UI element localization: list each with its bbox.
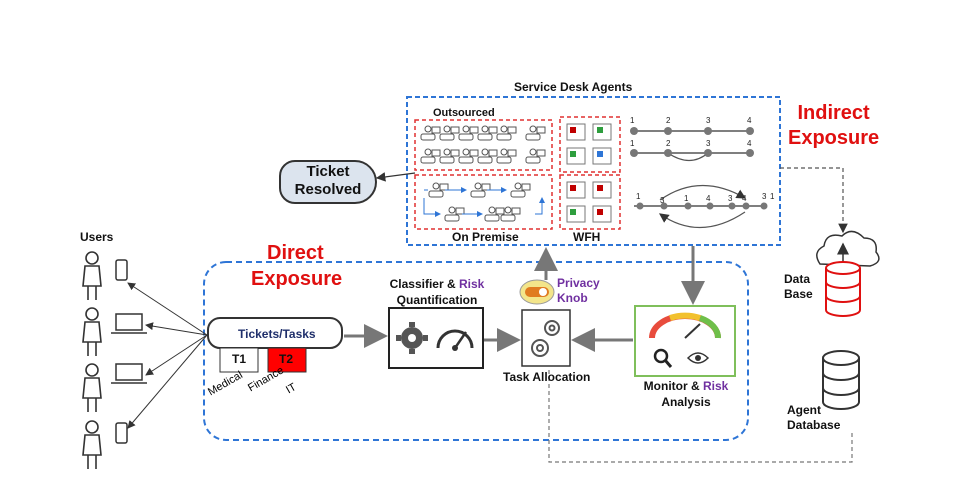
cloud-icon [816,230,880,267]
wfh-box-top [559,116,621,173]
timeline-node-label: 4 [747,139,752,148]
eye-icon [686,352,710,364]
magnifier-icon [653,348,673,368]
outsourced-agents-icon [420,125,546,164]
data-base-icon [825,261,861,317]
risk-gauge-icon [649,312,721,339]
user-icons [82,251,147,470]
privacy-knob-icon[interactable] [519,279,555,305]
classifier-label: Classifier & Risk Quantification [389,277,485,307]
on-premise-label: On Premise [452,230,519,244]
direct-exposure-label: Direct Exposure [251,242,343,290]
speedometer-icon [436,329,474,351]
timeline-node-label: 1 [630,116,635,125]
on-premise-agents-icon [423,182,545,222]
t2-box [267,347,307,373]
timeline-node-label: 2 [666,139,671,148]
gear-icon [396,322,428,354]
timeline-row-1 [630,127,754,135]
agent-database-label: Agent Database [787,403,841,432]
ticket-resolved-box [279,160,377,204]
task-allocation-label: Task Allocation [503,370,591,384]
service-desk-title: Service Desk Agents [514,80,633,94]
timeline-node-label: 3 [706,116,711,125]
timeline-node-label: 4 [747,116,752,125]
outsourced-label: Outsourced [433,107,495,119]
timeline-node-label: 3 [762,192,767,201]
agent-database-icon [822,350,860,410]
t1-box [219,347,259,373]
t2-label: T2 [279,352,294,366]
timeline-node-label: 3 [728,194,733,203]
wfh-home-icons [566,123,612,223]
indirect-exposure-label: Indirect Exposure [788,102,880,149]
gears-icon [531,320,560,357]
data-base-label: Data Base [784,272,813,301]
timeline-node-label: 2 [666,116,671,125]
task-allocation-box [521,309,571,367]
monitor-label: Monitor & Risk Analysis [643,379,729,409]
tickets-tasks-label: Tickets/Tasks [238,327,316,341]
on-premise-box [414,174,553,230]
ticket-resolved-label: Ticket Resolved [294,163,362,198]
timeline-node-label: 3 [706,139,711,148]
timeline-node-label: 1 [684,194,689,203]
outsourced-box [414,119,553,171]
timeline-node-label: 4 [706,194,711,203]
timeline-node-label: 3 [660,196,665,205]
timeline-node-label: 1 [636,192,641,201]
timeline-row-2 [630,149,754,162]
privacy-knob-label: Privacy Knob [557,276,600,305]
timeline-node-label: 1 [770,192,775,201]
service-desk-box [406,96,781,246]
wfh-box-bottom [559,174,621,230]
wfh-label: WFH [573,230,601,244]
timeline-row-3 [634,184,768,229]
t1-label: T1 [232,352,247,366]
timeline-node-label: 4 [742,194,747,203]
direct-exposure-box [203,261,749,441]
users-label: Users [80,230,114,244]
timeline-node-label: 1 [630,139,635,148]
